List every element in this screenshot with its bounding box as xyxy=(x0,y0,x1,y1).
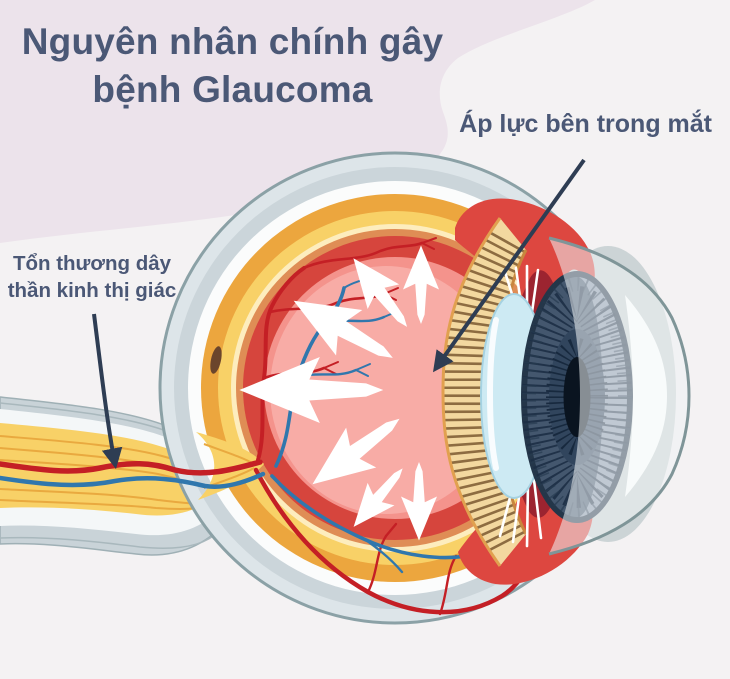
ciliary-muscle-top xyxy=(455,198,595,298)
label-optic-nerve-damage: Tổn thương dây thần kinh thị giác xyxy=(7,250,177,304)
pressure-pointer-arrow xyxy=(432,158,586,373)
label-optic-nerve-damage-line2: thần kinh thị giác xyxy=(7,279,177,303)
nerve-pointer-arrow xyxy=(92,313,123,470)
page-title: Nguyên nhân chính gây bệnh Glaucoma xyxy=(5,18,460,114)
retinal-vessels xyxy=(0,237,529,616)
label-optic-nerve-damage-line1: Tổn thương dây xyxy=(12,252,172,275)
anterior-segment xyxy=(441,198,691,585)
label-intraocular-pressure: Áp lực bên trong mắt xyxy=(459,110,712,138)
zonule-fibers xyxy=(498,264,543,548)
page-title-line2: bệnh Glaucoma xyxy=(92,69,373,111)
cornea xyxy=(548,236,691,556)
pointer-arrows xyxy=(92,158,586,470)
page-title-line1: Nguyên nhân chính gây xyxy=(21,21,444,62)
